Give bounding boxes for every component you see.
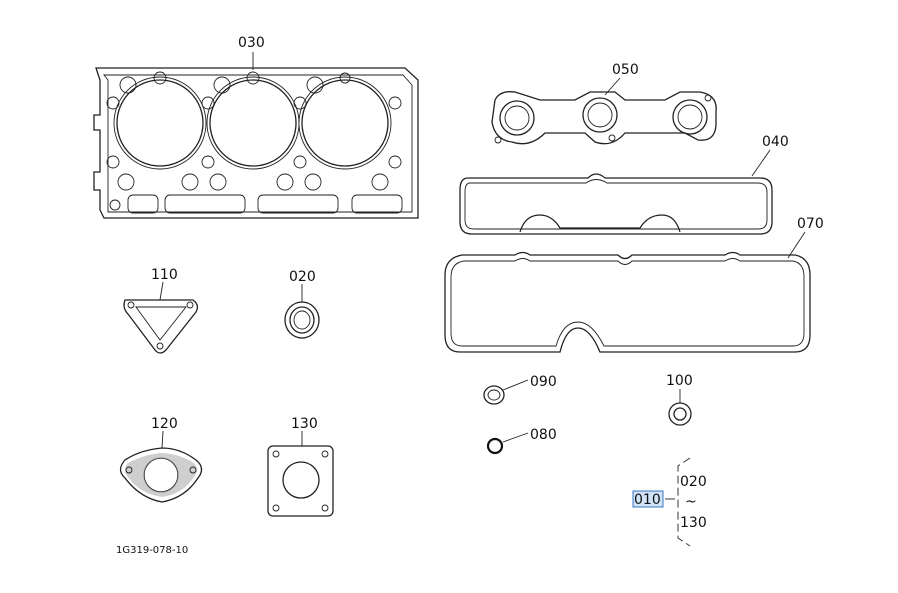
- part-label-050[interactable]: 050: [612, 62, 639, 78]
- part-070-gasket[interactable]: [444, 231, 811, 353]
- part-label-080[interactable]: 080: [530, 427, 557, 443]
- diagram-reference-number: 1G319-078-10: [116, 545, 188, 556]
- part-050-exhaust-manifold-gasket[interactable]: [491, 77, 717, 145]
- part-label-130[interactable]: 130: [291, 416, 318, 432]
- part-label-030[interactable]: 030: [238, 35, 265, 51]
- kit-label-highlight: [632, 490, 664, 508]
- kit-range-start: 020: [680, 474, 707, 490]
- part-090-washer[interactable]: [483, 379, 529, 405]
- part-label-070[interactable]: 070: [797, 216, 824, 232]
- part-110-gasket[interactable]: [123, 281, 199, 354]
- part-130-square-gasket[interactable]: [267, 431, 334, 517]
- part-label-110[interactable]: 110: [151, 267, 178, 283]
- part-080-o-ring[interactable]: [486, 432, 529, 455]
- part-label-010[interactable]: 010: [634, 492, 661, 508]
- part-label-040[interactable]: 040: [762, 134, 789, 150]
- part-020-oil-seal[interactable]: [284, 284, 320, 339]
- kit-range-end: 130: [680, 515, 707, 531]
- part-030-cylinder-head-gasket[interactable]: [93, 52, 419, 219]
- part-label-020[interactable]: 020: [289, 269, 316, 285]
- part-label-090[interactable]: 090: [530, 374, 557, 390]
- part-100-seal[interactable]: [668, 389, 692, 426]
- part-120-flange-gasket[interactable]: [119, 430, 203, 503]
- kit-bracket: [677, 457, 691, 547]
- part-040-rocker-cover-gasket[interactable]: [459, 149, 773, 235]
- kit-range-separator: ~: [685, 494, 697, 510]
- part-label-100[interactable]: 100: [666, 373, 693, 389]
- part-label-120[interactable]: 120: [151, 416, 178, 432]
